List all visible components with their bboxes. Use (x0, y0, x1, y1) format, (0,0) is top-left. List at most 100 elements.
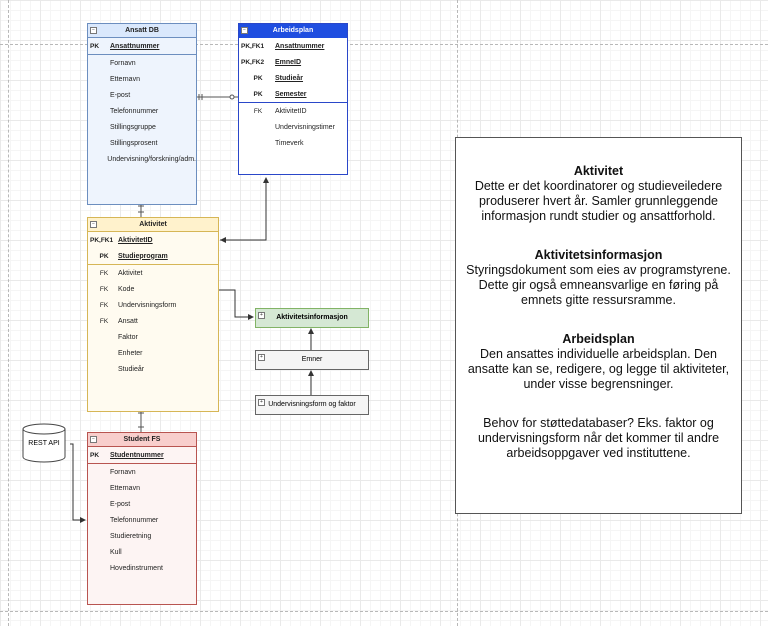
note-section-behov: Behov for støttedatabaser? Eks. faktor o… (464, 416, 733, 461)
arbeidsplan-header[interactable]: − Arbeidsplan (239, 24, 347, 38)
collapse-icon[interactable]: − (90, 221, 97, 228)
emner-box[interactable]: + Emner (255, 350, 369, 370)
collapse-icon[interactable]: − (90, 27, 97, 34)
page-boundary-line (0, 611, 768, 612)
field: Enheter (118, 349, 143, 357)
arbeidsplan-title: Arbeidsplan (272, 27, 314, 34)
pk-label: PK (90, 451, 100, 459)
key-label: PK (99, 252, 109, 260)
aktivitet-arbeidsplan-connector (220, 177, 269, 241)
key-field: Semester (275, 90, 307, 98)
field-row: FK Aktivitet (88, 265, 218, 281)
field: Telefonnummer (110, 107, 159, 115)
key-field: AktivitetID (118, 236, 153, 244)
undervisningsform-box[interactable]: + Undervisningsform og faktor (255, 395, 369, 415)
key-label: FK (99, 301, 109, 309)
aktivitet-header[interactable]: − Aktivitet (88, 218, 218, 232)
rest-api-database-icon[interactable] (22, 423, 66, 463)
separator (88, 54, 196, 55)
field: Undervisningsform (118, 301, 177, 309)
field: Fornavn (110, 468, 136, 476)
undervisningsform-label: Undervisningsform og faktor (268, 401, 356, 408)
ansatt-db-header[interactable]: − Ansatt DB (88, 24, 196, 38)
field: Kull (110, 548, 122, 556)
student-fs-title: Student FS (123, 436, 161, 443)
field: Faktor (118, 333, 138, 341)
field-row: Etternavn (88, 480, 196, 496)
key-label: FK (99, 317, 109, 325)
key-label: FK (99, 269, 109, 277)
note-body: Behov for støttedatabaser? Eks. faktor o… (477, 416, 720, 460)
student-fs-table[interactable]: − Student FS PK Studentnummer Fornavn Et… (87, 432, 197, 605)
field-row: Faktor (88, 329, 218, 345)
key-row: PK Studieprogram (88, 248, 218, 264)
emner-label: Emner (301, 356, 323, 363)
note-section-aktivitet: Aktivitet Dette er det koordinatorer og … (464, 164, 733, 224)
field: Etternavn (110, 75, 140, 83)
pk-field: Studentnummer (110, 451, 164, 459)
note-section-aktivitetsinformasjon: Aktivitetsinformasjon Styringsdokument s… (464, 248, 733, 308)
field-row: Undervisning/forskning/adm. (88, 151, 196, 167)
note-title: Arbeidsplan (562, 332, 635, 346)
aktivitet-table[interactable]: − Aktivitet PK,FK1 AktivitetID PK Studiepr… (87, 217, 219, 412)
field: Undervisningstimer (275, 123, 335, 131)
key-label: PK (253, 74, 263, 82)
pk-field: Ansattnummer (110, 42, 160, 50)
separator (88, 463, 196, 464)
description-note[interactable]: Aktivitet Dette er det koordinatorer og … (455, 137, 742, 514)
field: AktivitetID (275, 107, 307, 115)
separator (88, 264, 218, 265)
field: Telefonnummer (110, 516, 159, 524)
aktivitetsinformasjon-label: Aktivitetsinformasjon (276, 314, 348, 321)
field-row: E-post (88, 87, 196, 103)
pk-label: PK (90, 42, 100, 50)
key-label: PK (253, 90, 263, 98)
note-body: Styringsdokument som eies av programstyr… (466, 263, 731, 307)
field: Fornavn (110, 59, 136, 67)
field-row: FK Undervisningsform (88, 297, 218, 313)
expand-icon[interactable]: + (258, 312, 265, 319)
field: E-post (110, 91, 131, 99)
field: Hovedinstrument (110, 564, 163, 572)
key-field: Studieprogram (118, 252, 168, 260)
field-row: Hovedinstrument (88, 560, 196, 576)
page-boundary-line (8, 0, 9, 626)
key-label: PK,FK1 (90, 236, 114, 244)
collapse-icon[interactable]: − (90, 436, 97, 443)
aktivitet-title: Aktivitet (139, 221, 167, 228)
field: Etternavn (110, 484, 140, 492)
aktivitetsinformasjon-box[interactable]: + Aktivitetsinformasjon (255, 308, 369, 328)
student-fs-header[interactable]: − Student FS (88, 433, 196, 447)
note-title: Aktivitetsinformasjon (534, 248, 663, 262)
ansatt-db-table[interactable]: − Ansatt DB PK Ansattnummer Fornavn Ette… (87, 23, 197, 205)
note-section-arbeidsplan: Arbeidsplan Den ansattes individuelle ar… (464, 332, 733, 392)
aktivitet-info-connector (217, 289, 254, 320)
ansatt-db-title: Ansatt DB (125, 27, 159, 34)
expand-icon[interactable]: + (258, 399, 265, 406)
field-row: Stillingsprosent (88, 135, 196, 151)
field: Kode (118, 285, 135, 293)
ansatt-pk-row: PK Ansattnummer (88, 38, 196, 54)
key-field: EmneID (275, 58, 302, 66)
field-row: Undervisningstimer (239, 119, 347, 135)
field: Undervisning/forskning/adm. (107, 155, 196, 163)
field-row: Fornavn (88, 55, 196, 71)
field-row: Kull (88, 544, 196, 560)
field: E-post (110, 500, 131, 508)
page-boundary-line (0, 44, 768, 45)
collapse-icon[interactable]: − (241, 27, 248, 34)
key-row: PK,FK2 EmneID (239, 54, 347, 70)
expand-icon[interactable]: + (258, 354, 265, 361)
rest-api-label: REST API (28, 440, 60, 447)
key-label: PK,FK2 (241, 58, 265, 66)
field: Stillingsgruppe (110, 123, 156, 131)
key-row: PK,FK1 AktivitetID (88, 232, 218, 248)
field: Aktivitet (118, 269, 143, 277)
field-row: Telefonnummer (88, 103, 196, 119)
key-row: PK Semester (239, 86, 347, 102)
